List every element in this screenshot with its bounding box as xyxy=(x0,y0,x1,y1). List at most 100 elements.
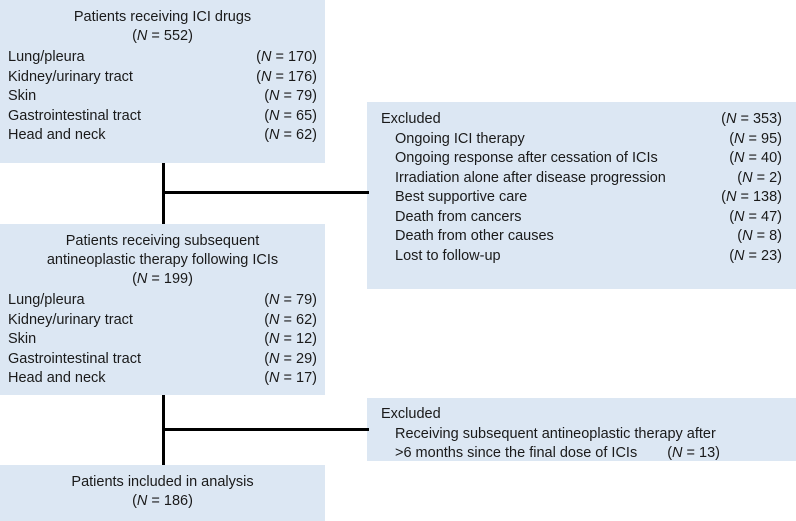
box2-title-count: (N = 199) xyxy=(132,271,193,287)
n-symbol: N xyxy=(260,68,272,85)
n-value: = 23) xyxy=(744,247,782,264)
box2-title-line1: Patients receiving subsequent xyxy=(65,233,260,249)
n-value: = 17) xyxy=(279,370,317,386)
n-symbol: N xyxy=(672,445,683,461)
box2-row2-label: Skin xyxy=(8,331,37,347)
n-value: = 12) xyxy=(279,331,317,347)
box2-row2-value: (N = 12) xyxy=(264,331,317,347)
n-value: = 186) xyxy=(147,493,193,509)
box1-row2-value: (N = 79) xyxy=(264,88,317,104)
list-item: Kidney/urinary tract (N = 176) xyxy=(8,68,317,88)
box2-row0-value: (N = 79) xyxy=(264,292,317,308)
box3-title: Patients included in analysis xyxy=(71,474,254,490)
box3-title-count: (N = 186) xyxy=(132,493,193,509)
excluded1-row3-value: (N = 138) xyxy=(721,189,782,205)
excluded1-row0-value: (N = 95) xyxy=(729,130,782,147)
list-item: Death from other causes (N = 8) xyxy=(381,227,782,247)
excluded1-row5-label: Death from other causes xyxy=(395,228,554,244)
connector-horizontal-to-excluded2 xyxy=(162,428,369,431)
box1-row0-value: (N = 170) xyxy=(256,49,317,65)
n-symbol: N xyxy=(742,169,753,186)
box1-row3-label: Gastrointestinal tract xyxy=(8,107,141,124)
n-symbol: N xyxy=(269,370,280,386)
list-item: Lung/pleura (N = 79) xyxy=(8,291,317,311)
box-excluded-second: Excluded Receiving subsequent antineopla… xyxy=(367,398,796,461)
excluded1-row4-label: Death from cancers xyxy=(395,208,522,225)
list-item: Skin (N = 79) xyxy=(8,87,317,107)
n-value: = 47) xyxy=(744,208,782,225)
n-value: = 40) xyxy=(744,150,782,166)
box-excluded-first: Excluded (N = 353) Ongoing ICI therapy (… xyxy=(367,102,796,289)
box1-row4-value: (N = 62) xyxy=(264,127,317,143)
n-value: = 29) xyxy=(279,350,317,367)
n-value: = 62) xyxy=(279,311,317,328)
excluded2-line1: Receiving subsequent antineoplastic ther… xyxy=(395,425,716,442)
box1-row1-label: Kidney/urinary tract xyxy=(8,68,133,85)
excluded2-line2: >6 months since the final dose of ICIs xyxy=(395,445,638,461)
box1-row2-label: Skin xyxy=(8,88,37,104)
n-symbol: N xyxy=(269,311,280,328)
n-value: = 138) xyxy=(736,189,782,205)
list-item: Gastrointestinal tract (N = 29) xyxy=(8,350,317,370)
list-item: Ongoing ICI therapy (N = 95) xyxy=(381,130,782,150)
list-item: Gastrointestinal tract (N = 65) xyxy=(8,107,317,127)
excluded1-row2-label: Irradiation alone after disease progress… xyxy=(395,169,666,186)
n-value: = 2) xyxy=(752,169,782,186)
excluded2-line2-row: >6 months since the final dose of ICIs (N… xyxy=(381,444,782,464)
list-item: Kidney/urinary tract (N = 62) xyxy=(8,311,317,331)
connector-horizontal-to-excluded1 xyxy=(162,191,369,194)
box1-n-value: = 552) xyxy=(147,28,193,44)
list-item: Death from cancers (N = 47) xyxy=(381,208,782,228)
box-patients-receiving-ici-drugs: Patients receiving ICI drugs (N = 552) L… xyxy=(0,0,325,163)
box1-row4-label: Head and neck xyxy=(8,127,106,143)
n-symbol: N xyxy=(269,350,280,367)
n-value: = 62) xyxy=(279,127,317,143)
n-symbol: N xyxy=(136,271,148,287)
n-symbol: N xyxy=(260,49,272,65)
excluded1-row6-value: (N = 23) xyxy=(729,247,782,264)
excluded1-row1-label: Ongoing response after cessation of ICIs xyxy=(395,150,658,166)
excluded1-heading-row: Excluded (N = 353) xyxy=(381,110,782,130)
n-symbol: N xyxy=(742,228,753,244)
list-item: Lung/pleura (N = 170) xyxy=(8,48,317,68)
box-patients-receiving-subsequent-therapy: Patients receiving subsequent antineopla… xyxy=(0,224,325,395)
n-symbol: N xyxy=(734,208,745,225)
box2-row1-value: (N = 62) xyxy=(264,311,317,328)
excluded1-row5-value: (N = 8) xyxy=(737,228,782,244)
excluded1-row2-value: (N = 2) xyxy=(737,169,782,186)
n-symbol: N xyxy=(734,150,745,166)
box2-row4-value: (N = 17) xyxy=(264,370,317,386)
box-patients-included-in-analysis: Patients included in analysis (N = 186) xyxy=(0,465,325,521)
n-symbol: N xyxy=(269,88,280,104)
excluded1-heading: Excluded xyxy=(381,111,441,127)
box1-n-symbol: N xyxy=(136,28,148,44)
n-value: = 79) xyxy=(279,88,317,104)
excluded2-line2-value: (N = 13) xyxy=(667,445,721,461)
excluded2-heading: Excluded xyxy=(381,406,441,422)
excluded1-row1-value: (N = 40) xyxy=(729,150,782,166)
excluded1-row0-label: Ongoing ICI therapy xyxy=(395,130,525,147)
excluded2-heading-row: Excluded xyxy=(381,405,782,425)
excluded1-heading-value: (N = 353) xyxy=(721,111,782,127)
list-item: Skin (N = 12) xyxy=(8,330,317,350)
box1-row-list: Lung/pleura (N = 170) Kidney/urinary tra… xyxy=(8,48,317,146)
n-symbol: N xyxy=(136,493,148,509)
n-symbol: N xyxy=(269,331,280,347)
list-item: Head and neck (N = 17) xyxy=(8,369,317,389)
list-item: Best supportive care (N = 138) xyxy=(381,188,782,208)
box1-title-line1: Patients receiving ICI drugs xyxy=(73,9,252,25)
list-item: Lost to follow-up (N = 23) xyxy=(381,247,782,267)
box2-row4-label: Head and neck xyxy=(8,370,106,386)
n-value: = 79) xyxy=(279,292,317,308)
n-value: = 176) xyxy=(271,68,317,85)
n-value: = 8) xyxy=(752,228,782,244)
box2-row1-label: Kidney/urinary tract xyxy=(8,311,133,328)
n-value: = 199) xyxy=(147,271,193,287)
box2-row-list: Lung/pleura (N = 79) Kidney/urinary trac… xyxy=(8,291,317,389)
excluded1-row3-label: Best supportive care xyxy=(395,189,528,205)
list-item: Ongoing response after cessation of ICIs… xyxy=(381,149,782,169)
box2-row3-value: (N = 29) xyxy=(264,350,317,367)
box2-row3-label: Gastrointestinal tract xyxy=(8,350,141,367)
box2-row0-label: Lung/pleura xyxy=(8,292,85,308)
